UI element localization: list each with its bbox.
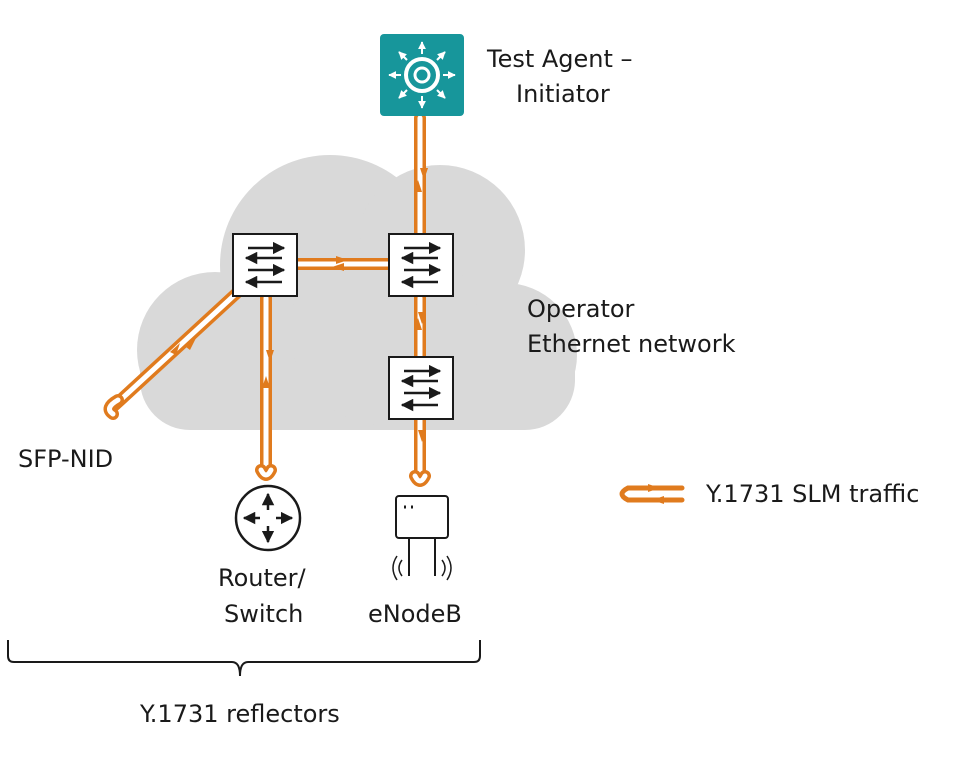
router-loop <box>255 464 277 481</box>
router-icon[interactable] <box>234 484 302 552</box>
test-agent-label-line1: Test Agent – <box>486 45 633 73</box>
reflectors-label: Y.1731 reflectors <box>139 700 340 728</box>
ethernet-switch-icon-left[interactable] <box>232 233 298 297</box>
ethernet-switch-icon-lower[interactable] <box>388 356 454 420</box>
operator-network-cloud <box>137 155 577 430</box>
enodeb-icon[interactable] <box>392 495 452 581</box>
legend: Y.1731 SLM traffic <box>619 480 919 508</box>
sfp-nid-loop <box>103 394 124 420</box>
router-label-line1: Router/ <box>218 564 307 592</box>
test-agent-icon[interactable] <box>380 34 464 116</box>
sfp-nid-label: SFP-NID <box>18 445 113 473</box>
reflectors-bracket <box>7 640 481 677</box>
traffic-arrowheads <box>170 168 428 442</box>
test-agent-label-line2: Initiator <box>516 80 610 108</box>
network-label-line2: Ethernet network <box>527 330 736 358</box>
router-label-line2: Switch <box>224 600 303 628</box>
ethernet-switch-icon-right[interactable] <box>388 233 454 297</box>
legend-traffic-swatch <box>619 484 685 504</box>
legend-label: Y.1731 SLM traffic <box>705 480 919 508</box>
enodeb-label: eNodeB <box>368 600 462 628</box>
enodeb-loop <box>409 470 431 487</box>
network-label-line1: Operator <box>527 295 635 323</box>
